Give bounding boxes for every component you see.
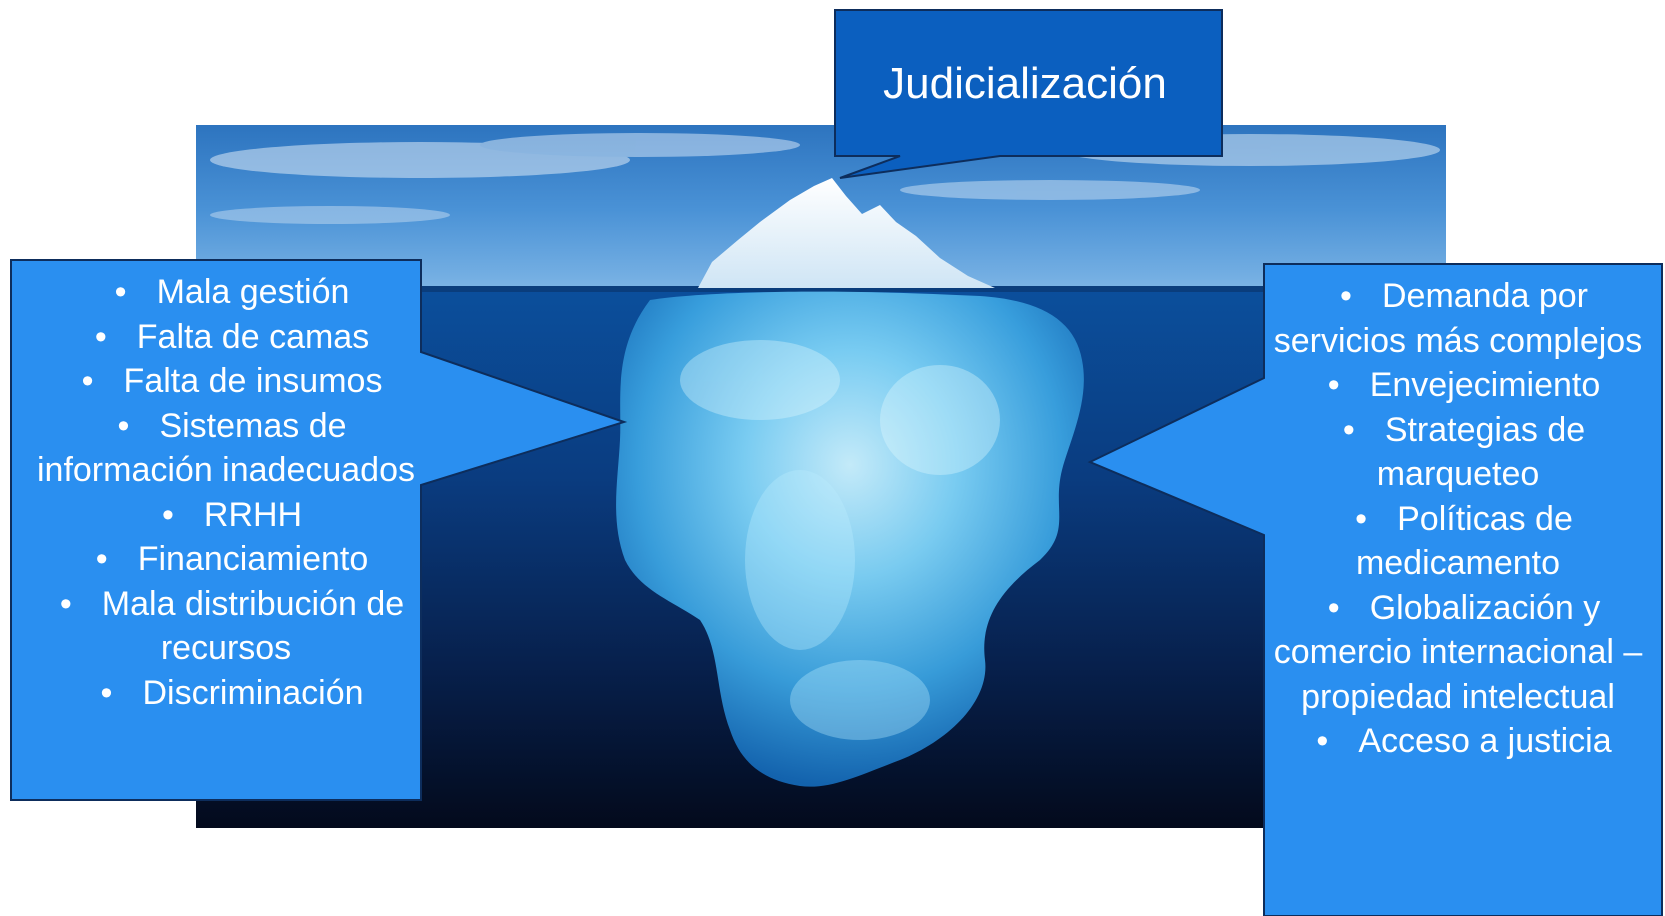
bullet-glyph: •: [161, 495, 174, 534]
right-callout-item: • Envejecimiento: [1264, 363, 1652, 408]
right-callout-item: •Demanda por servicios más complejos: [1264, 274, 1652, 363]
left-callout-list: •Mala gestión•Falta de camas•Falta de in…: [36, 270, 416, 715]
bullet-glyph: •: [117, 406, 130, 445]
bullet-glyph: •: [1327, 366, 1340, 404]
bullet-glyph: •: [1316, 722, 1329, 760]
right-callout-item: • Strategias de marqueteo: [1264, 408, 1652, 497]
left-callout-item: • Financiamiento: [36, 537, 416, 582]
iceberg-highlights: [680, 340, 1000, 740]
bullet-glyph: •: [1342, 410, 1355, 449]
left-callout: •Mala gestión•Falta de camas•Falta de in…: [36, 270, 416, 715]
left-callout-shape: [10, 259, 628, 801]
bullet-glyph: •: [1355, 499, 1368, 538]
right-callout-shape: [1087, 263, 1663, 916]
iceberg-underwater: [616, 291, 1084, 787]
left-callout-item-text: Financiamiento: [137, 540, 369, 578]
bullet-glyph: •: [1327, 588, 1340, 627]
right-callout-item: •Globalización y comercio internacional …: [1264, 586, 1652, 720]
left-callout-item-text: Discriminación: [142, 673, 364, 712]
right-callout-item: • Acceso a justicia: [1264, 719, 1652, 764]
left-callout-item-text: Mala gestión: [156, 273, 350, 311]
left-callout-item: • Discriminación: [36, 671, 416, 716]
right-callout-item-text: Acceso a justicia: [1358, 722, 1612, 760]
bullet-glyph: •: [94, 317, 107, 356]
bullet-glyph: •: [59, 584, 72, 623]
right-callout-item-text: Demanda por servicios más complejos: [1273, 277, 1643, 360]
left-callout-item-text: RRHH: [203, 495, 303, 534]
right-callout-item-text: Strategias de marqueteo: [1376, 410, 1586, 494]
top-callout-label: Judicialización: [883, 59, 1167, 108]
bullet-glyph: •: [81, 362, 94, 400]
left-callout-item-text: Falta de insumos: [123, 362, 383, 400]
bullet-glyph: •: [114, 273, 127, 311]
left-callout-item: • Falta de camas: [36, 315, 416, 360]
top-callout-shape: [834, 9, 1223, 179]
left-callout-item: • RRHH: [36, 493, 416, 538]
bullet-glyph: •: [100, 673, 113, 712]
iceberg-tip: [698, 178, 995, 288]
right-callout-item: •Políticas de medicamento: [1264, 497, 1652, 586]
bullet-glyph: •: [95, 540, 108, 578]
right-callout-list: •Demanda por servicios más complejos•Env…: [1264, 274, 1652, 764]
left-callout-item: •Sistemas de información inadecuados: [36, 404, 416, 493]
left-callout-item-text: Sistemas de información inadecuados: [36, 406, 416, 490]
right-callout-item-text: Envejecimiento: [1369, 366, 1601, 404]
bullet-glyph: •: [1340, 277, 1352, 315]
left-callout-item-text: Falta de camas: [136, 317, 370, 356]
right-callout-item-text: Políticas de medicamento: [1355, 499, 1573, 583]
right-callout-item-text: Globalización y comercio internacional –…: [1273, 588, 1643, 716]
left-callout-item: • Mala gestión: [36, 270, 416, 315]
waterline: [196, 286, 1446, 292]
right-callout: •Demanda por servicios más complejos•Env…: [1264, 274, 1652, 764]
clouds: [210, 133, 1440, 224]
left-callout-item: • Falta de insumos: [36, 359, 416, 404]
left-callout-item-text: Mala distribución de recursos: [101, 584, 405, 668]
left-callout-item: • Mala distribución de recursos: [36, 582, 416, 671]
